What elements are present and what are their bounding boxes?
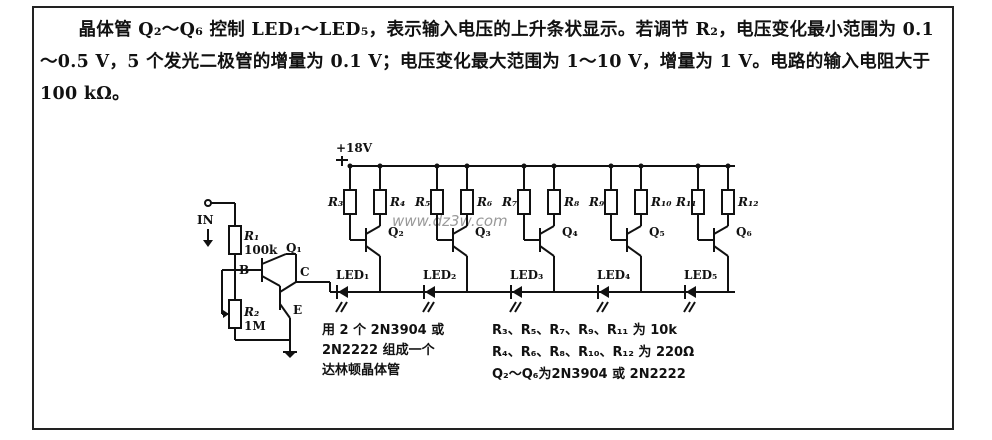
stage2-transistor-emitter — [452, 245, 468, 257]
stage3-rload-label: R₈ — [563, 195, 580, 209]
stage5-transistor-emitter — [713, 245, 729, 257]
stage5-led-label: LED₅ — [684, 268, 717, 282]
stage3-transistor-emitter — [539, 245, 555, 257]
description-paragraph: 晶体管 Q₂～Q₆ 控制 LED₁～LED₅，表示输入电压的上升条状显示。若调节… — [40, 20, 934, 104]
q1-terminal-b: B — [239, 263, 249, 277]
stage3-led-icon — [512, 286, 522, 298]
input-label: IN — [197, 213, 214, 227]
stage2-light-ray-1 — [422, 301, 430, 313]
stage2-junction-dot — [464, 163, 470, 169]
stage4-rload-resistor — [634, 189, 648, 215]
stage1-transistor-collector — [365, 225, 381, 235]
note-right-line-3: Q₂～Q₆为2N3904 或 2N2222 — [492, 366, 686, 382]
stage3-transistor-collector — [539, 225, 555, 235]
stage5-light-ray-2 — [688, 301, 696, 313]
r1-value: 100k — [244, 243, 278, 257]
stage5-junction-dot — [695, 163, 701, 169]
q1-terminal-e: E — [293, 303, 302, 317]
stage4-transistor-emitter — [626, 245, 642, 257]
note-left-line-3: 达林顿晶体管 — [322, 362, 400, 378]
stage3-transistor-label: Q₄ — [562, 225, 578, 239]
stage2-transistor-collector — [452, 225, 468, 235]
stage-group: R₃ R₄ Q₂ LED₁ R₅ R₆ Q₃ LED₂ R₇ R₈ Q₄ LED₃ R₉ R₁₀ Q₅ LED… — [327, 163, 758, 313]
stage5-transistor-collector — [713, 225, 729, 235]
q1a-collector — [261, 253, 287, 265]
q1b-collector — [279, 281, 297, 293]
stage1-junction-dot — [347, 163, 353, 169]
stage3-rbase-label: R₇ — [501, 195, 517, 209]
stage5-junction-dot — [725, 163, 731, 169]
stage5-rload-label: R₁₂ — [737, 195, 758, 209]
q1a-emitter — [261, 275, 281, 287]
stage1-rload-resistor — [373, 189, 387, 215]
stage5-light-ray-1 — [683, 301, 691, 313]
stage2-transistor-label: Q₃ — [475, 225, 491, 239]
stage3-rbase-resistor — [517, 189, 531, 215]
stage4-junction-dot — [638, 163, 644, 169]
figure-frame — [32, 6, 954, 430]
stage5-led-icon — [686, 286, 696, 298]
stage1-rbase-label: R₃ — [327, 195, 343, 209]
stage4-led-icon — [599, 286, 609, 298]
stage3-light-ray-2 — [514, 301, 522, 313]
stage4-transistor-label: Q₅ — [649, 225, 665, 239]
stage3-junction-dot — [521, 163, 527, 169]
stage4-rbase-resistor — [604, 189, 618, 215]
stage3-junction-dot — [551, 163, 557, 169]
r1-resistor — [228, 225, 242, 255]
q1-terminal-c: C — [300, 265, 310, 279]
stage5-rbase-label: R₁₁ — [675, 195, 696, 209]
stage4-rload-label: R₁₀ — [650, 195, 672, 209]
stage1-transistor-emitter — [365, 245, 381, 257]
stage3-light-ray-1 — [509, 301, 517, 313]
input-terminal — [204, 199, 212, 207]
stage3-led-label: LED₃ — [510, 268, 543, 282]
stage1-rbase-resistor — [343, 189, 357, 215]
r2-potentiometer — [228, 299, 242, 329]
ground-arrow-icon — [284, 352, 296, 358]
stage2-rload-label: R₆ — [476, 195, 492, 209]
r1-name: R₁ — [243, 229, 259, 243]
stage2-junction-dot — [434, 163, 440, 169]
note-left-line-1: 用 2 个 2N3904 或 — [321, 322, 444, 338]
note-right-line-2: R₄、R₆、R₈、R₁₀、R₁₂ 为 220Ω — [492, 344, 694, 360]
r2-value: 1M — [244, 319, 266, 333]
q1b-emitter — [279, 303, 291, 319]
stage4-led-label: LED₄ — [597, 268, 630, 282]
stage1-rload-label: R₄ — [389, 195, 405, 209]
stage4-junction-dot — [608, 163, 614, 169]
stage2-led-label: LED₂ — [423, 268, 456, 282]
stage1-light-ray-2 — [340, 301, 348, 313]
supply-label: +18V — [336, 141, 373, 155]
q1-name: Q₁ — [286, 241, 302, 255]
stage2-rbase-resistor — [430, 189, 444, 215]
r2-wiper-arrow-icon — [223, 310, 229, 318]
stage1-junction-dot — [377, 163, 383, 169]
stage4-rbase-label: R₉ — [588, 195, 605, 209]
stage2-led-icon — [425, 286, 435, 298]
watermark: www.dz3w.com — [392, 212, 508, 230]
stage2-rbase-label: R₅ — [414, 195, 430, 209]
description-text: 晶体管 Q₂～Q₆ 控制 LED₁～LED₅，表示输入电压的上升条状显示。若调节… — [40, 14, 940, 110]
stage2-rload-resistor — [460, 189, 474, 215]
r2-name: R₂ — [243, 305, 259, 319]
input-arrow-icon — [203, 240, 213, 247]
stage4-transistor-collector — [626, 225, 642, 235]
note-right-line-1: R₃、R₅、R₇、R₉、R₁₁ 为 10k — [492, 322, 677, 338]
stage2-light-ray-2 — [427, 301, 435, 313]
stage1-led-icon — [338, 286, 348, 298]
stage4-light-ray-2 — [601, 301, 609, 313]
stage5-rload-resistor — [721, 189, 735, 215]
stage1-transistor-label: Q₂ — [388, 225, 404, 239]
stage1-light-ray-1 — [335, 301, 343, 313]
stage4-light-ray-1 — [596, 301, 604, 313]
stage5-transistor-label: Q₆ — [736, 225, 752, 239]
note-left-line-2: 2N2222 组成一个 — [322, 342, 436, 358]
stage3-rload-resistor — [547, 189, 561, 215]
stage1-led-label: LED₁ — [336, 268, 369, 282]
